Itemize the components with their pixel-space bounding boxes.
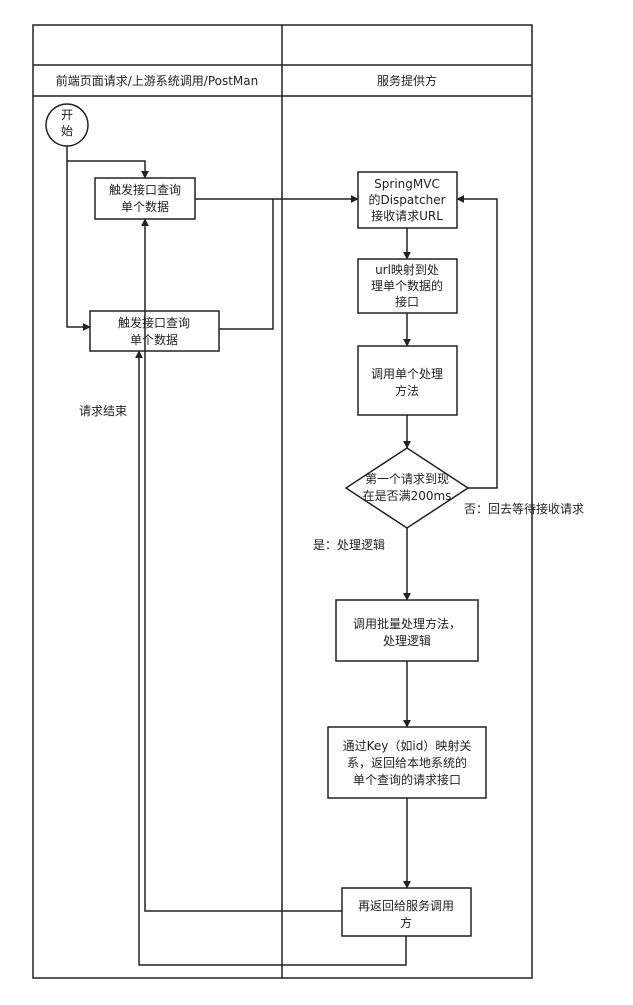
call-batch-method-node: 调用批量处理方法， 处理逻辑 — [335, 599, 479, 662]
return-caller-text: 方 — [400, 915, 412, 930]
decision-200ms-node: 第一个请求到现 在是否满200ms — [344, 447, 470, 529]
return-caller-text: 再返回给服务调用 — [358, 898, 454, 913]
call-batch-text: 调用批量处理方法， — [353, 616, 461, 631]
edge-return-to-trigger-top — [141, 218, 342, 912]
lane-header-right: 服务提供方 — [377, 73, 437, 88]
springmvc-text: 的Dispatcher — [368, 192, 445, 207]
return-to-caller-node: 再返回给服务调用 方 — [341, 887, 472, 937]
key-mapping-text: 单个查询的请求接口 — [353, 772, 461, 787]
springmvc-dispatcher-node: SpringMVC 的Dispatcher 接收请求URL — [357, 171, 458, 229]
edge-return-to-trigger-bottom — [135, 350, 407, 966]
url-mapping-node: url映射到处 理单个数据的 接口 — [357, 258, 458, 314]
url-mapping-text: url映射到处 — [375, 262, 439, 277]
key-mapping-node: 通过Key（如id）映射关 系，返回给本地系统的 单个查询的请求接口 — [327, 726, 487, 799]
label-yes-branch: 是：处理逻辑 — [313, 538, 385, 552]
key-mapping-text: 通过Key（如id）映射关 — [343, 738, 472, 753]
start-node-text: 开 — [61, 108, 73, 122]
call-single-text: 方法 — [395, 383, 419, 398]
connectors — [66, 146, 498, 966]
trigger-bottom-text: 单个数据 — [130, 332, 178, 347]
trigger-top-text: 单个数据 — [121, 199, 169, 214]
url-mapping-text: 理单个数据的 — [371, 278, 443, 293]
edge-start-to-trigger-bottom — [66, 161, 91, 331]
decision-text: 在是否满200ms — [363, 489, 452, 503]
start-node-text: 始 — [61, 124, 73, 138]
edge-start-to-trigger-top — [66, 146, 149, 179]
trigger-query-node-top: 触发接口查询 单个数据 — [94, 177, 196, 220]
label-request-end: 请求结束 — [79, 404, 127, 418]
edge-decision-no-loop — [456, 195, 498, 489]
call-batch-text: 处理逻辑 — [383, 634, 431, 648]
label-no-branch: 否：回去等待接收请求 — [464, 501, 584, 516]
call-single-text: 调用单个处理 — [371, 367, 443, 381]
trigger-query-node-bottom: 触发接口查询 单个数据 — [89, 310, 220, 352]
trigger-bottom-text: 触发接口查询 — [118, 315, 190, 330]
call-single-method-node: 调用单个处理 方法 — [357, 345, 458, 416]
trigger-top-text: 触发接口查询 — [109, 182, 181, 197]
springmvc-text: 接收请求URL — [371, 208, 443, 223]
start-node: 开 始 — [45, 103, 89, 147]
springmvc-text: SpringMVC — [374, 177, 440, 191]
url-mapping-text: 接口 — [395, 294, 419, 309]
decision-text: 第一个请求到现 — [365, 472, 449, 486]
lane-header-left: 前端页面请求/上游系统调用/PostMan — [56, 73, 259, 88]
swimlane-frame — [32, 24, 533, 979]
edge-trigger-bottom-to-springmvc — [219, 199, 274, 330]
key-mapping-text: 系，返回给本地系统的 — [347, 755, 467, 770]
